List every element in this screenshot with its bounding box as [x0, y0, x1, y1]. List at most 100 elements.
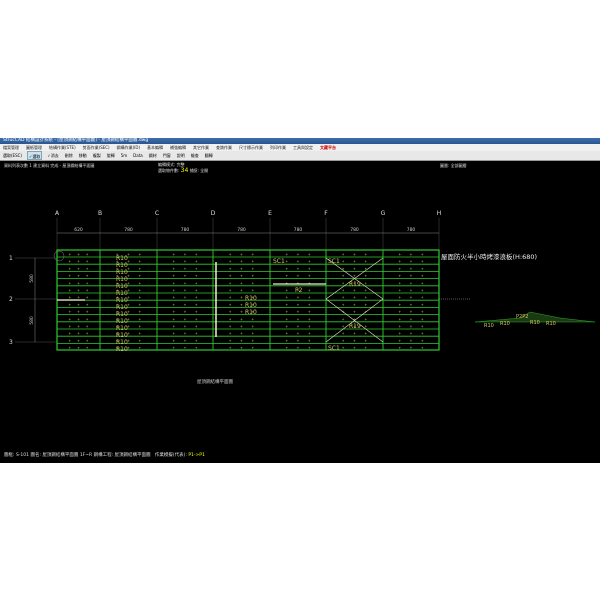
sag-rod-mark: + — [184, 274, 187, 278]
sag-rod-mark: + — [297, 346, 300, 350]
status-text: 圖框: S-101 圖名: 屋頂鋼結構平面圖 1F~R 鋼構工程: 屋頂鋼結構平… — [4, 453, 151, 458]
roof-note: 屋面防火半小時烤漆浪板(H:680) — [441, 252, 537, 261]
toolbar-button[interactable]: 旋轉 — [106, 153, 115, 158]
menu-item[interactable]: 尺寸標示作業 — [239, 145, 264, 150]
sag-rod-mark: + — [342, 253, 345, 257]
sag-rod-mark: + — [398, 289, 401, 293]
toolbar-button[interactable]: 檢查 — [190, 153, 199, 158]
sag-rod-mark: + — [285, 281, 288, 285]
menu-item[interactable]: 結構作業(STE) — [49, 145, 76, 150]
sag-rod-mark: + — [172, 253, 175, 257]
sag-rod-mark: + — [353, 267, 356, 271]
status-bar: 圖框: S-101 圖名: 屋頂鋼結構平面圖 1F~R 鋼構工程: 屋頂鋼結構平… — [0, 452, 600, 460]
sag-rod-mark: + — [68, 260, 71, 264]
section-label: R10 — [530, 320, 540, 326]
sag-rod-mark: + — [68, 346, 71, 350]
sag-rod-mark: + — [127, 325, 130, 329]
sag-rod-mark: + — [116, 346, 119, 350]
sag-rod-mark: + — [77, 303, 80, 307]
sag-rod-mark: + — [229, 339, 232, 343]
sag-rod-mark: + — [342, 325, 345, 329]
sag-rod-mark: + — [77, 339, 80, 343]
sag-rod-mark: + — [229, 289, 232, 293]
sag-rod-mark: + — [251, 325, 254, 329]
sag-rod-mark: + — [364, 332, 367, 336]
sag-rod-mark: + — [353, 303, 356, 307]
selection-count: 34 — [180, 166, 189, 174]
sag-rod-mark: + — [229, 296, 232, 300]
sag-rod-mark: + — [421, 303, 424, 307]
sag-rod-mark: + — [240, 346, 243, 350]
sag-rod-mark: + — [240, 260, 243, 264]
sag-rod-mark: + — [77, 289, 80, 293]
sag-rod-mark: + — [138, 289, 141, 293]
sag-rod-mark: + — [342, 281, 345, 285]
sag-rod-mark: + — [308, 260, 311, 264]
sag-rod-mark: + — [308, 281, 311, 285]
toolbar-button[interactable]: 5m — [120, 153, 128, 158]
sag-rod-mark: + — [240, 332, 243, 336]
sag-rod-mark: + — [251, 303, 254, 307]
sag-rod-mark: + — [240, 289, 243, 293]
toolbar-button[interactable]: ✓消去 — [47, 153, 59, 158]
sag-rod-mark: + — [127, 346, 130, 350]
menu-item[interactable]: 基本編輯 — [147, 145, 164, 150]
purlin-label: R10 — [116, 304, 128, 311]
sag-rod-mark: + — [127, 260, 130, 264]
sag-rod-mark: + — [68, 332, 71, 336]
sag-rod-mark: + — [127, 281, 130, 285]
sag-rod-mark: + — [353, 310, 356, 314]
beam-label: P2 — [295, 287, 303, 294]
sag-rod-mark: + — [116, 274, 119, 278]
sag-rod-mark: + — [297, 253, 300, 257]
menu-item[interactable]: 圖紙管理 — [26, 145, 42, 150]
toolbar-button[interactable]: 選取(ESC) — [3, 153, 22, 158]
sag-rod-mark: + — [68, 317, 71, 321]
purlin-label: R10 — [116, 255, 128, 262]
sag-rod-mark: + — [116, 260, 119, 264]
toolbar-button[interactable]: 鋼材 — [148, 153, 157, 158]
toolbar-button[interactable]: 門窗 — [162, 153, 171, 158]
sc-label: SC1 — [328, 345, 340, 352]
sag-rod-mark: + — [285, 253, 288, 257]
sag-rod-mark: + — [421, 289, 424, 293]
dimension-label: 780 — [237, 227, 246, 233]
menu-item[interactable]: 工具與設定 — [293, 145, 314, 150]
sag-rod-mark: + — [308, 310, 311, 314]
sag-rod-mark: + — [410, 253, 413, 257]
sag-rod-mark: + — [240, 281, 243, 285]
menu-item[interactable]: 補強編輯 — [170, 145, 187, 150]
toolbar-button[interactable]: ✓選取 — [26, 151, 43, 160]
toolbar-button[interactable]: 刪除 — [64, 153, 73, 158]
menu-item[interactable]: 其它作業 — [193, 145, 210, 150]
sag-rod-mark: + — [297, 310, 300, 314]
menu-item[interactable]: 檔案管理 — [3, 145, 19, 150]
toolbar-button[interactable]: 複製 — [92, 153, 101, 158]
sag-rod-mark: + — [86, 303, 89, 307]
sag-rod-mark: + — [172, 303, 175, 307]
row-dimension-label: 580 — [29, 316, 35, 325]
sag-rod-mark: + — [398, 325, 401, 329]
menu-item[interactable]: 剪面作業(SEC) — [82, 145, 110, 150]
menu-item[interactable]: 鋼構作業(ID) — [116, 145, 141, 150]
sc-label: SC1 — [273, 258, 285, 265]
sag-rod-mark: + — [77, 274, 80, 278]
sag-rod-mark: + — [127, 332, 130, 336]
sag-rod-mark: + — [195, 339, 198, 343]
sag-rod-mark: + — [353, 260, 356, 264]
menu-item[interactable]: 列印作業 — [270, 145, 287, 150]
menu-item[interactable]: 查詢作業 — [216, 145, 233, 150]
toolbar-button[interactable]: Data — [133, 153, 143, 158]
toolbar-button[interactable]: 翻轉 — [204, 153, 213, 158]
sag-rod-mark: + — [251, 310, 254, 314]
sag-rod-mark: + — [410, 346, 413, 350]
sag-rod-mark: + — [410, 317, 413, 321]
sag-rod-mark: + — [410, 303, 413, 307]
sag-rod-mark: + — [195, 346, 198, 350]
sag-rod-mark: + — [240, 303, 243, 307]
sag-rod-mark: + — [410, 296, 413, 300]
toolbar-button[interactable]: 移動 — [78, 153, 87, 158]
menu-item-platform[interactable]: 文藏平台 — [320, 145, 337, 150]
toolbar-button[interactable]: 說明 — [176, 153, 185, 158]
